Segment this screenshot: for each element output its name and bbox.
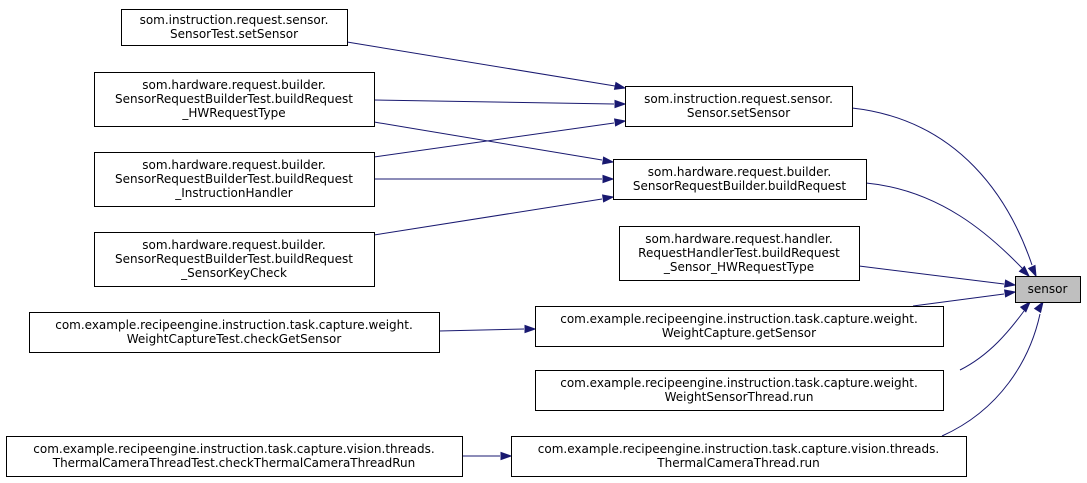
arrowhead-icon (602, 194, 615, 203)
node-box (535, 306, 944, 347)
arrowhead-icon (614, 118, 627, 127)
arrowhead-icon (1033, 300, 1044, 314)
node-box (535, 370, 944, 411)
edge-line (373, 198, 603, 236)
node-box (6, 436, 463, 477)
node-label-line: som.instruction.request.sensor. (140, 13, 329, 27)
node-box (94, 232, 375, 287)
edge-line (959, 310, 1025, 371)
edge-rht-to-sensor (858, 265, 1017, 288)
node-label-line: WeightCaptureTest.checkGetSensor (127, 332, 342, 346)
arrowhead-icon (1004, 289, 1017, 298)
node-box (613, 159, 867, 200)
arrowhead-icon (1027, 264, 1037, 278)
node-label-line: som.hardware.request.builder. (142, 238, 325, 252)
node-label-line: Sensor.setSensor (687, 106, 790, 120)
edge-line (941, 313, 1041, 437)
function-node[interactable]: som.hardware.request.builder.SensorReque… (613, 159, 867, 200)
function-node[interactable]: som.instruction.request.sensor.Sensor.se… (625, 86, 853, 127)
node-label-line: WeightSensorThread.run (665, 390, 814, 404)
function-node[interactable]: som.hardware.request.builder.SensorReque… (94, 152, 375, 207)
edge-tct-to-sensor (941, 300, 1044, 437)
node-box (121, 9, 348, 46)
node-label-line: RequestHandlerTest.buildRequest (638, 246, 840, 260)
edge-wst-to-sensor (959, 300, 1032, 371)
node-label-line: _SensorKeyCheck (180, 266, 287, 280)
node-label-line: sensor (1028, 282, 1068, 296)
edge-line (438, 328, 525, 332)
edge-line (858, 265, 1005, 285)
node-box (94, 72, 375, 127)
function-node[interactable]: com.example.recipeengine.instruction.tas… (535, 370, 944, 411)
edge-wc-to-sensor (912, 289, 1017, 307)
node-box (625, 86, 853, 127)
node-label-line: SensorRequestBuilderTest.buildRequest (115, 172, 353, 186)
function-node[interactable]: com.example.recipeengine.instruction.tas… (29, 312, 440, 353)
arrowhead-icon (613, 81, 627, 90)
node-label-line: SensorRequestBuilder.buildRequest (633, 179, 847, 193)
edge-line (373, 122, 615, 158)
arrowhead-icon (1004, 279, 1017, 288)
node-label-line: ThermalCameraThreadTest.checkThermalCame… (52, 456, 416, 470)
function-node[interactable]: com.example.recipeengine.instruction.tas… (6, 436, 463, 477)
node-label-line: com.example.recipeengine.instruction.tas… (560, 312, 918, 326)
node-label-line: som.instruction.request.sensor. (644, 92, 833, 106)
node-label-line: som.hardware.request.builder. (648, 165, 831, 179)
node-box (94, 152, 375, 207)
arrowhead-icon (524, 324, 537, 334)
node-box (1015, 276, 1081, 303)
node-label-line: SensorRequestBuilderTest.buildRequest (115, 92, 353, 106)
node-label-line: som.hardware.request.builder. (142, 158, 325, 172)
arrowhead-icon (602, 174, 615, 184)
edge-setsensor-to-sensor (851, 107, 1037, 278)
target-node[interactable]: sensor (1015, 276, 1081, 303)
node-label-line: _InstructionHandler (174, 186, 293, 200)
edge-b_ih-to-builder (374, 174, 615, 184)
node-label-line: com.example.recipeengine.instruction.tas… (33, 442, 434, 456)
node-label-line: com.example.recipeengine.instruction.tas… (560, 376, 918, 390)
edge-settest-to-setsensor (346, 41, 627, 90)
node-label-line: com.example.recipeengine.instruction.tas… (55, 318, 413, 332)
edge-b_ih-to-setsensor (373, 118, 627, 158)
node-label-line: SensorRequestBuilderTest.buildRequest (115, 252, 353, 266)
arrowhead-icon (500, 451, 513, 461)
function-node[interactable]: com.example.recipeengine.instruction.tas… (535, 306, 944, 347)
function-node[interactable]: som.hardware.request.builder.SensorReque… (94, 72, 375, 127)
edge-line (912, 293, 1005, 307)
node-box (511, 436, 967, 477)
edge-line (373, 99, 615, 105)
node-label-line: ThermalCameraThread.run (656, 456, 819, 470)
edge-b_hw-to-setsensor (373, 99, 627, 109)
arrowhead-icon (602, 156, 615, 165)
node-label-line: SensorTest.setSensor (170, 27, 298, 41)
node-box (619, 226, 860, 281)
arrowhead-icon (1019, 300, 1032, 313)
edge-builder-to-sensor (865, 182, 1031, 278)
node-label-line: _HWRequestType (181, 106, 285, 120)
function-node[interactable]: com.example.recipeengine.instruction.tas… (511, 436, 967, 477)
function-node[interactable]: som.hardware.request.handler.RequestHand… (619, 226, 860, 281)
function-node[interactable]: som.hardware.request.builder.SensorReque… (94, 232, 375, 287)
edge-line (851, 107, 1033, 266)
edge-line (346, 41, 616, 87)
arrowhead-icon (614, 99, 627, 109)
arrowhead-icon (1018, 265, 1031, 278)
node-box (29, 312, 440, 353)
edge-wct-to-wc (438, 324, 537, 334)
node-label-line: som.hardware.request.handler. (645, 232, 832, 246)
edge-line (373, 121, 603, 161)
edge-line (865, 182, 1023, 269)
nodes-layer: som.instruction.request.sensor.SensorTes… (6, 9, 1081, 477)
node-label-line: _Sensor_HWRequestType (663, 260, 814, 274)
node-label-line: com.example.recipeengine.instruction.tas… (538, 442, 939, 456)
edge-tctt-to-tct (462, 451, 513, 461)
edge-b_hw-to-builder (373, 121, 615, 165)
edge-b_sk-to-builder (373, 194, 615, 236)
function-node[interactable]: som.instruction.request.sensor.SensorTes… (121, 9, 348, 46)
node-label-line: WeightCapture.getSensor (662, 326, 816, 340)
edges-layer (346, 41, 1044, 461)
node-label-line: som.hardware.request.builder. (142, 78, 325, 92)
